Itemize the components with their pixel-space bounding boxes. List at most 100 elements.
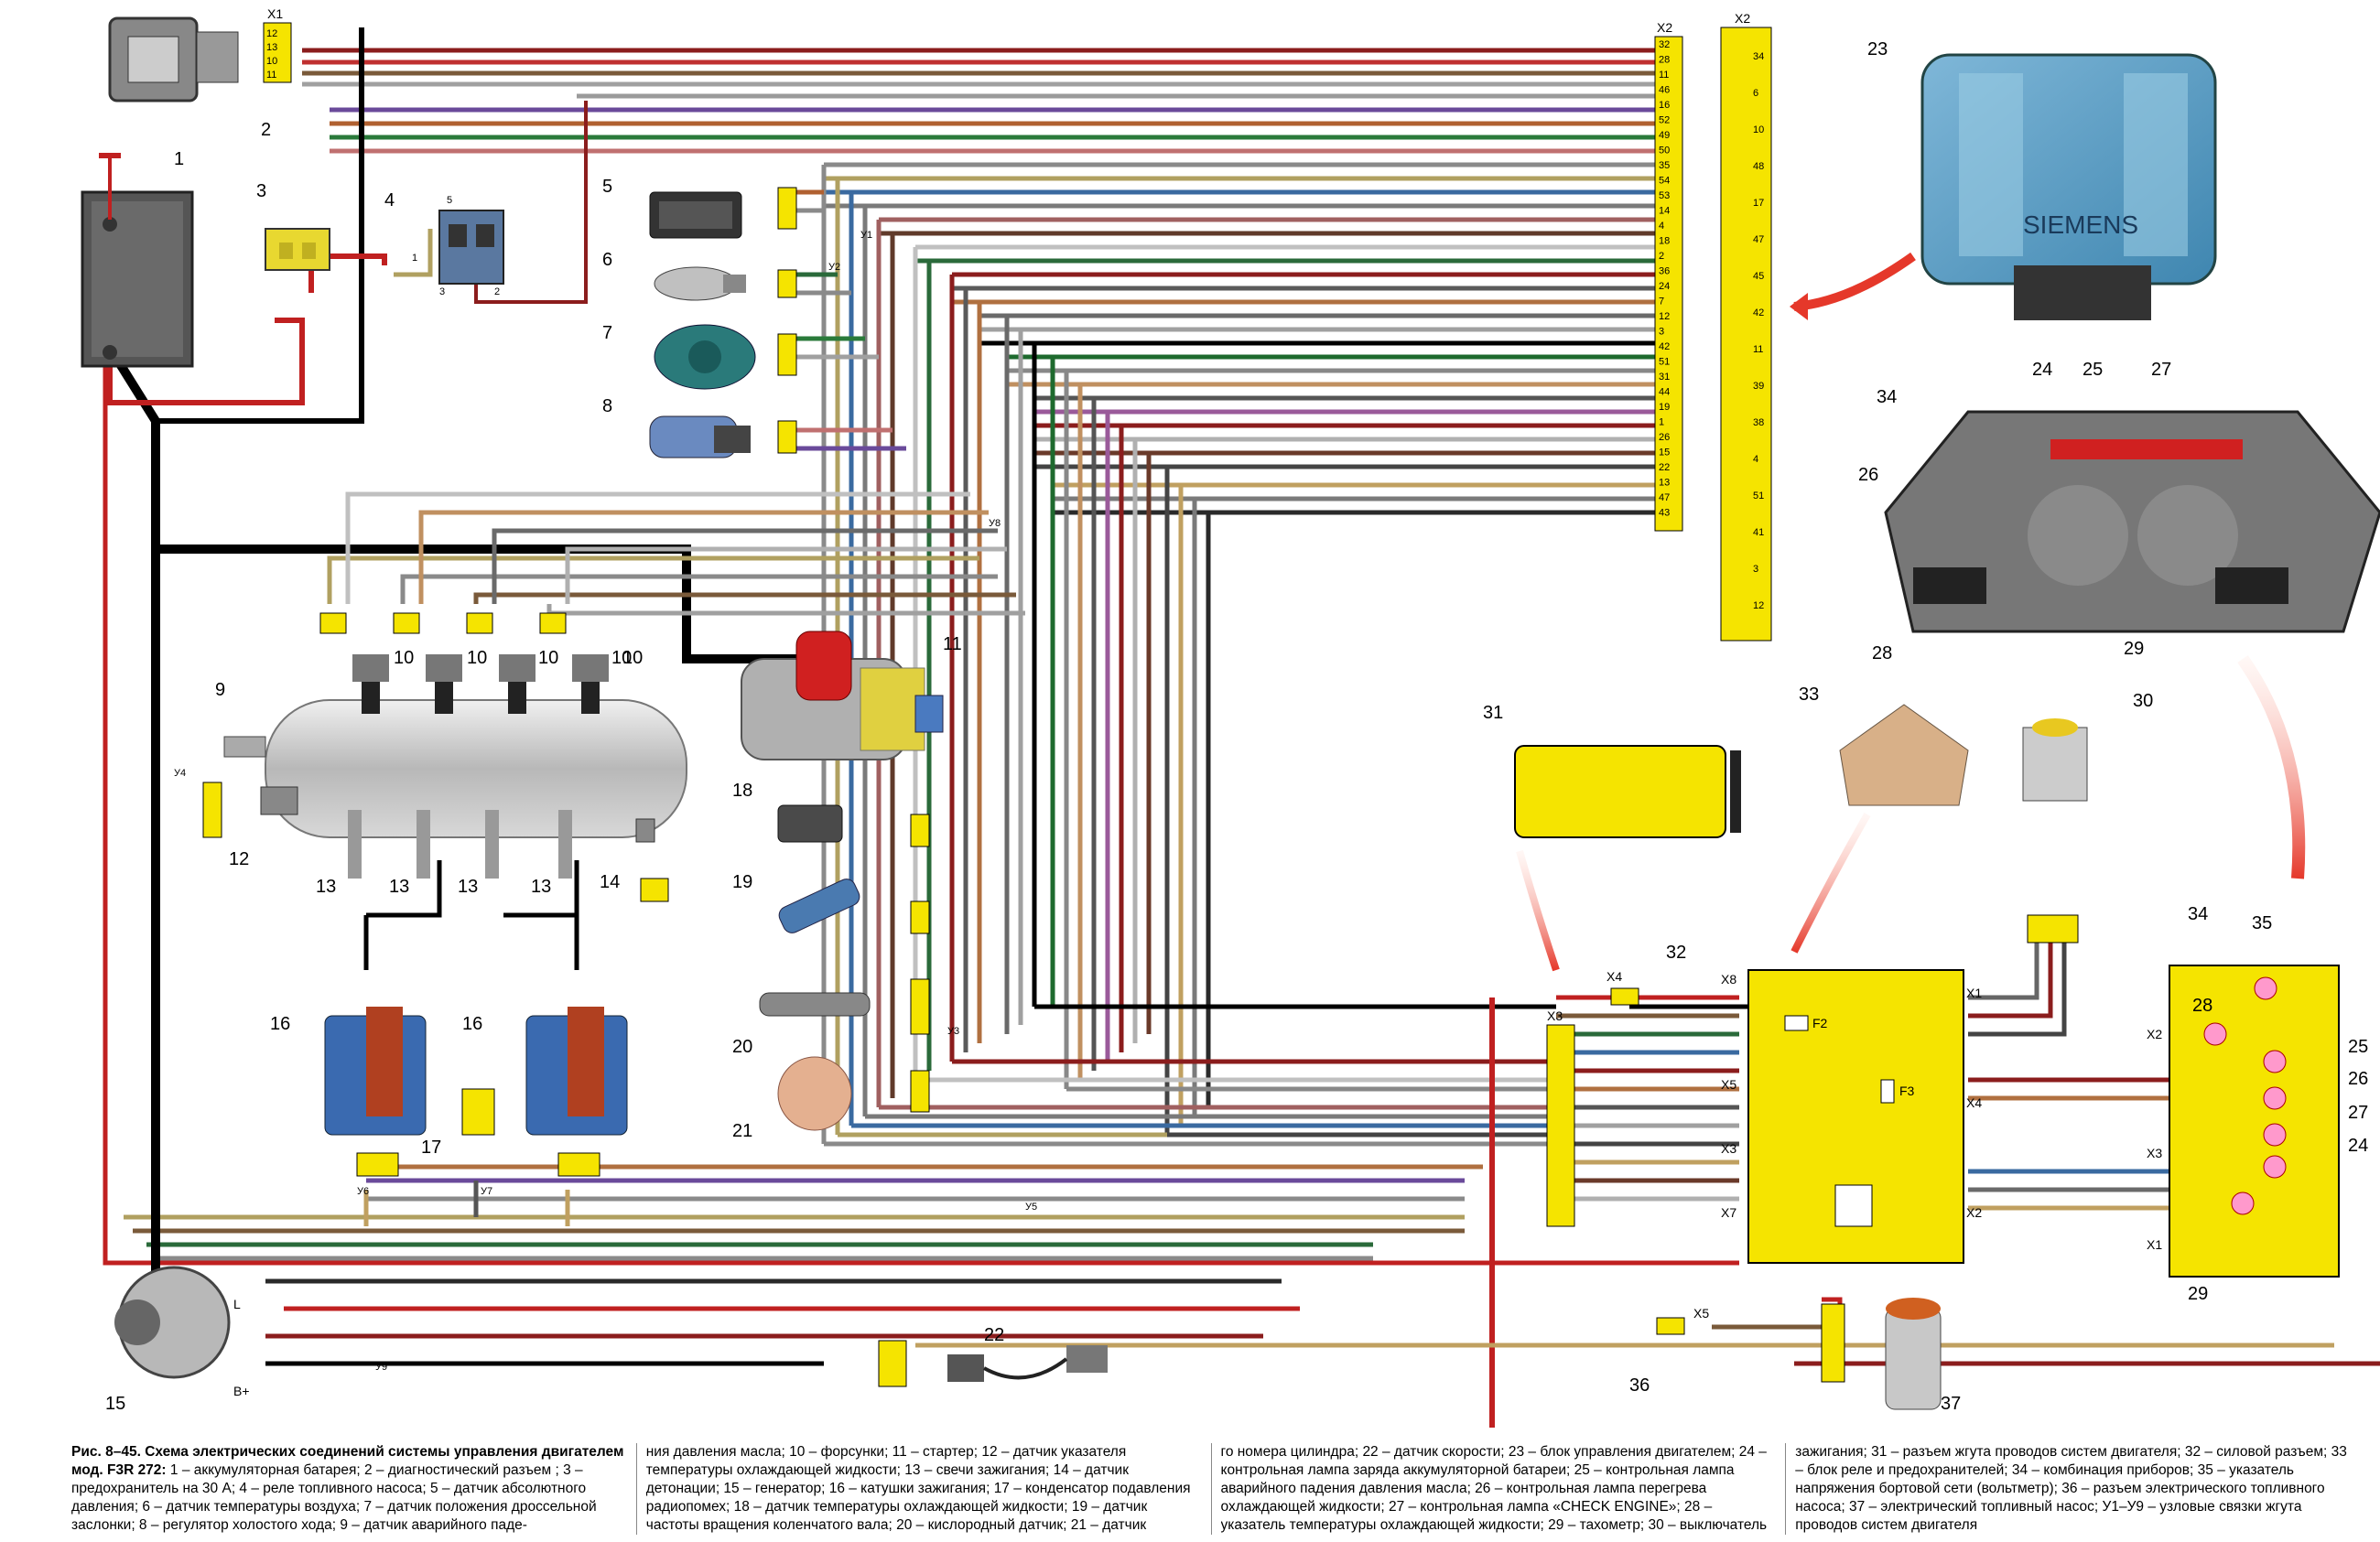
svg-text:18: 18 [732,781,752,801]
svg-text:У2: У2 [828,262,840,273]
svg-text:X3: X3 [1547,1008,1563,1023]
x2-pin-label: 2 [1659,251,1664,262]
x2-pin-label: 26 [1659,432,1670,443]
cylinder-id-sensor: 21 [732,1056,852,1141]
x2-pin-label: 13 [1659,478,1670,489]
svg-text:16: 16 [270,1014,290,1034]
x2-right-pin-label: 45 [1753,271,1764,282]
x2-pin-label: 1 [1659,417,1664,428]
x2-right-pin-label: 12 [1753,600,1764,611]
caption-text-4: зажигания; 31 – разъем жгута проводов си… [1795,1444,2347,1533]
svg-text:10: 10 [538,648,558,668]
svg-text:13: 13 [266,42,277,53]
instrument-cluster: 34 24 25 27 26 28 29 [1858,360,2380,663]
diagnostic-connector: 2 [108,16,271,140]
x2-pin-label: 18 [1659,236,1670,247]
x2-right-pin-label: 48 [1753,161,1764,172]
starter: 11 [741,631,962,760]
svg-text:F3: F3 [1899,1084,1915,1098]
x2-pin-label: 47 [1659,492,1670,503]
ignition-coil-1: 16 [270,1007,427,1136]
svg-text:26: 26 [1858,465,1878,485]
svg-text:X4: X4 [1606,969,1622,984]
caption-title: Рис. 8–45. Схема электрических соединени… [71,1444,624,1478]
x2-right-pin-label: 51 [1753,491,1764,501]
svg-text:33: 33 [1799,685,1819,705]
svg-text:2: 2 [494,286,500,297]
power-connector: 32 X4 [1606,943,1686,984]
map-sensor: 5 [602,177,742,239]
svg-text:X1: X1 [1966,986,1982,1000]
x2-pin-label: 35 [1659,160,1670,171]
svg-text:X3: X3 [1721,1141,1736,1156]
engine-control-unit: SIEMENS 23 [1790,39,2217,320]
x2-pin-label: 52 [1659,115,1670,126]
connector-x2-ecu: X2 3228114616524950355453144182362471234… [1654,20,1683,532]
x2-pin-label: 16 [1659,100,1670,111]
svg-text:10: 10 [467,648,487,668]
svg-text:20: 20 [732,1037,752,1057]
caption-col-4: зажигания; 31 – разъем жгута проводов си… [1795,1443,2360,1535]
x2-right-pin-label: 42 [1753,307,1764,318]
x2-pin-label: 14 [1659,206,1670,217]
svg-text:25: 25 [2082,360,2103,380]
x2-pin-label: 32 [1659,39,1670,50]
svg-text:15: 15 [105,1394,125,1414]
svg-text:1: 1 [412,253,417,264]
svg-text:34: 34 [2188,904,2208,924]
svg-text:3: 3 [256,181,266,201]
svg-text:14: 14 [600,872,620,892]
svg-text:16: 16 [462,1014,482,1034]
svg-text:35: 35 [2252,913,2272,933]
svg-text:4: 4 [384,190,395,210]
svg-text:У8: У8 [989,518,1001,529]
svg-text:X8: X8 [1721,972,1736,987]
svg-text:17: 17 [421,1138,441,1158]
coolant-temp-sensor: 18 [732,781,843,843]
svg-text:1: 1 [174,149,184,169]
wire-harness [103,27,2380,1428]
caption-col-3: го номера цилиндра; 22 – датчик скорости… [1221,1443,1787,1535]
svg-text:21: 21 [732,1121,752,1141]
x2-pin-label: 49 [1659,130,1670,141]
caption-col-1: Рис. 8–45. Схема электрических соединени… [71,1443,637,1535]
svg-text:12: 12 [229,849,249,869]
x2-right-pin-label: 39 [1753,381,1764,392]
svg-text:13: 13 [389,877,409,897]
x2-right-pin-label: 34 [1753,51,1764,62]
siemens-logo: SIEMENS [2023,210,2138,239]
svg-text:5: 5 [602,177,612,197]
svg-text:У4: У4 [174,768,186,779]
svg-text:F2: F2 [1812,1016,1828,1030]
caption-col-2: ния давления масла; 10 – форсунки; 11 – … [646,1443,1212,1535]
injectors: 10 10 10 10 10 [352,648,643,714]
svg-text:У1: У1 [860,230,872,241]
svg-text:29: 29 [2124,639,2144,659]
svg-text:25: 25 [2348,1037,2368,1057]
relay-fuse-block: 33 [1790,685,1969,954]
svg-text:5: 5 [447,195,452,206]
svg-text:12: 12 [266,28,277,39]
svg-text:28: 28 [2192,996,2212,1016]
injector [572,654,609,714]
x2-pin-label: 24 [1659,281,1670,292]
svg-text:32: 32 [1666,943,1686,963]
generator: 15 L B+ [105,1266,250,1414]
caption-text-2: ния давления масла; 10 – форсунки; 11 – … [645,1444,1191,1533]
svg-text:У7: У7 [481,1186,492,1197]
svg-text:10: 10 [611,648,632,668]
throttle-position-sensor: 7 [602,323,756,390]
svg-text:B+: B+ [233,1384,250,1398]
injector [426,654,462,714]
svg-text:У3: У3 [947,1026,959,1037]
sensor-sockets [202,187,1845,1387]
x2-pin-label: 11 [1659,70,1669,81]
ignition-coil-2: 16 [462,1007,628,1136]
x2-pin-label: 28 [1659,55,1670,66]
svg-text:X5: X5 [1693,1306,1709,1321]
x2-pin-label: 43 [1659,508,1670,519]
svg-text:X2: X2 [1966,1205,1982,1220]
x2-right-pin-label: 38 [1753,417,1764,428]
svg-text:X3: X3 [2147,1146,2162,1160]
